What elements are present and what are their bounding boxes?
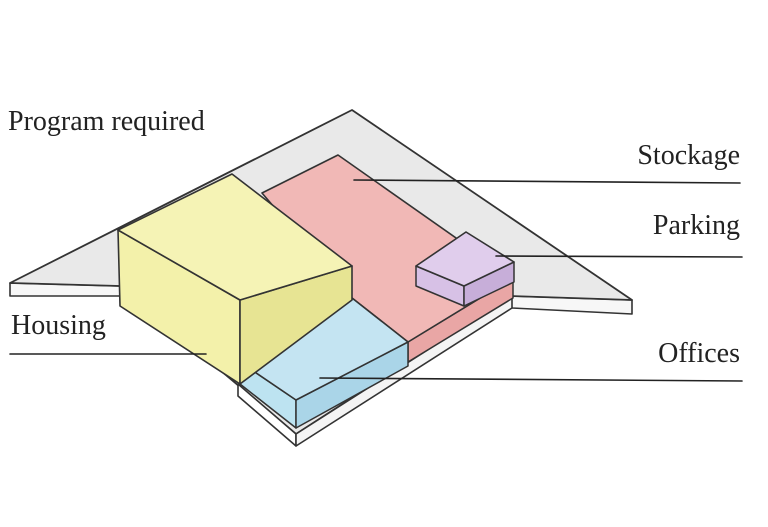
parking-block-top [415,231,515,287]
parking-leader [495,255,743,258]
parking-label: Parking [652,210,740,241]
stockage-leader [353,179,741,184]
offices-leader [319,377,743,382]
offices-label: Offices [658,338,740,369]
stockage-label: Stockage [637,140,740,171]
diagram-title: Program required [8,106,205,137]
housing-block-top [117,173,353,301]
housing-label: Housing [11,310,106,341]
